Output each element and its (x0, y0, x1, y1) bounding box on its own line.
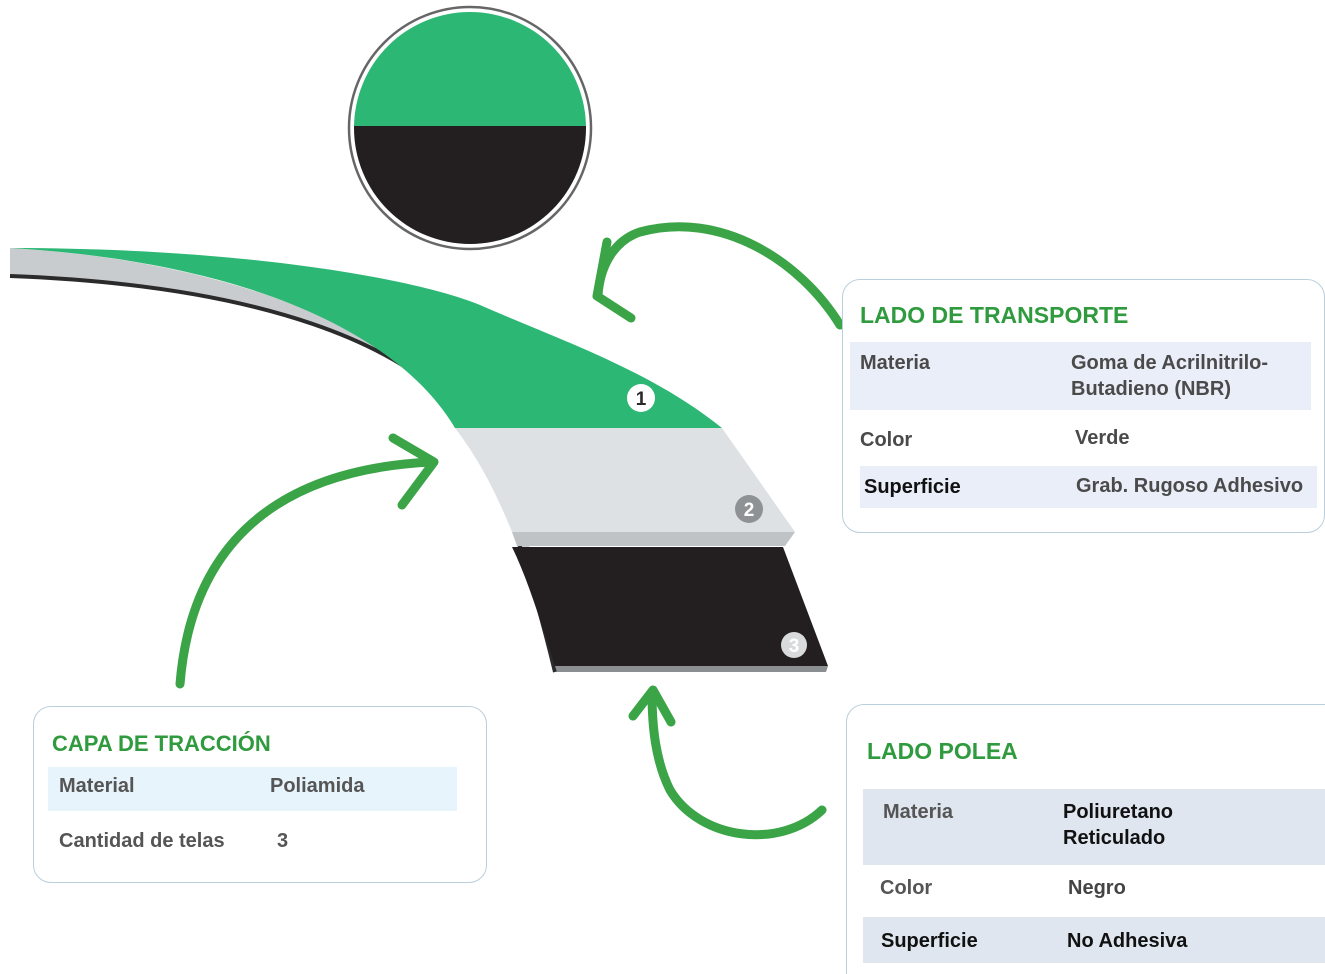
traction-plies-value: 3 (277, 830, 289, 852)
belt-layer-1-green (10, 248, 722, 428)
arrow-to-traction-layer (175, 433, 439, 689)
pulley-side-card: LADO POLEA Materia Poliuretano Reticulad… (846, 704, 1325, 974)
arrow-to-pulley-layer (628, 685, 827, 840)
pulley-color-label: Color (880, 877, 933, 899)
traction-material-row (48, 767, 457, 811)
belt-layer-2-gray (455, 428, 795, 532)
traction-material-label: Material (59, 775, 135, 797)
cross-section-top-layer (354, 12, 586, 128)
transport-surface-value: Grab. Rugoso Adhesivo (1076, 475, 1304, 497)
traction-material-value: Poliamida (270, 775, 365, 797)
pulley-material-row (863, 789, 1325, 865)
transport-side-card: LADO DE TRANSPORTE Materia Goma de Acril… (842, 279, 1325, 533)
belt-layer-3-black (512, 547, 828, 666)
transport-material-value: Goma de Acrilnitrilo-Butadieno (NBR) (1071, 352, 1269, 400)
transport-material-label: Materia (860, 352, 931, 374)
pulley-material-value: Poliuretano Reticulado (1063, 801, 1174, 849)
cross-section-circle (347, 5, 593, 251)
layer-marker-1-label: 1 (636, 389, 647, 410)
traction-layer-title: CAPA DE TRACCIÓN (52, 731, 271, 756)
pulley-surface-row (863, 917, 1325, 963)
arrow-to-transport-layer (592, 222, 845, 330)
transport-color-value: Verde (1075, 427, 1130, 449)
pulley-surface-value: No Adhesiva (1067, 930, 1188, 952)
pulley-side-title: LADO POLEA (867, 738, 1018, 764)
layer-marker-3: 3 (781, 632, 807, 658)
transport-side-title: LADO DE TRANSPORTE (860, 302, 1129, 328)
traction-layer-card: CAPA DE TRACCIÓN Material Poliamida Cant… (33, 706, 487, 883)
layer-marker-1: 1 (627, 384, 655, 412)
pulley-surface-label: Superficie (881, 930, 978, 952)
layer-marker-2: 2 (735, 495, 763, 523)
pulley-material-label: Materia (883, 801, 954, 823)
transport-material-row (850, 342, 1311, 410)
transport-surface-row (860, 466, 1317, 508)
layer-marker-2-label: 2 (744, 500, 755, 521)
belt-layer-3-edge (555, 666, 828, 672)
traction-plies-label: Cantidad de telas (59, 830, 225, 852)
transport-color-label: Color (860, 429, 913, 451)
cross-section-bottom-layer (354, 126, 586, 244)
pulley-color-value: Negro (1068, 877, 1126, 899)
layer-marker-3-label: 3 (789, 636, 800, 657)
transport-surface-label: Superficie (864, 476, 961, 498)
belt-layer-2-base (512, 532, 795, 546)
